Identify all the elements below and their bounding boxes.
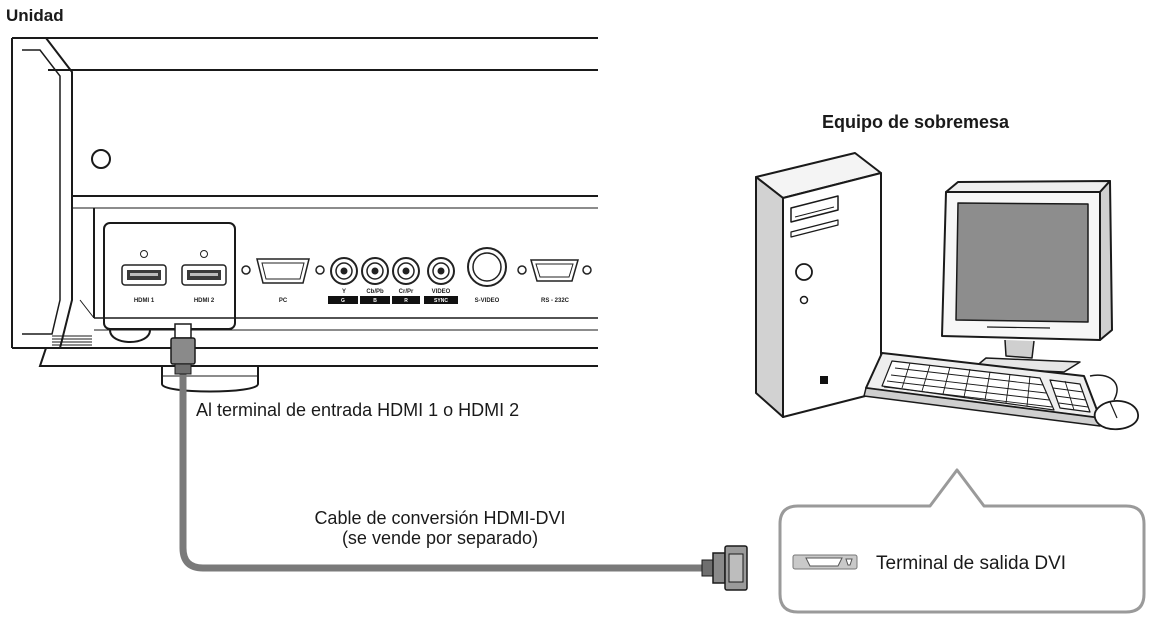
pc-tower	[755, 152, 882, 418]
hdmi-1-label: HDMI 1	[134, 298, 155, 304]
desktop-title: Equipo de sobremesa	[822, 112, 1010, 132]
pc-keyboard	[863, 352, 1101, 427]
y-port	[330, 257, 358, 285]
bar-sync-label: SYNC	[434, 298, 448, 304]
pc-port	[241, 258, 325, 284]
cable-note-line-2: (se vende por separado)	[341, 528, 539, 548]
hdmi-terminal-note: Al terminal de entrada HDMI 1 o HDMI 2	[196, 400, 520, 420]
unit-title: Unidad	[6, 6, 64, 25]
cr-pr-port	[392, 257, 420, 285]
dvi-callout-balloon	[778, 468, 1146, 614]
dvi-plug	[701, 545, 748, 591]
cable-note-line-1: Cable de conversión HDMI-DVI	[314, 508, 566, 528]
rca-label-bars	[328, 296, 458, 304]
cable-note: Cable de conversión HDMI-DVI (se vende p…	[270, 508, 610, 548]
s-video-port-label: S-VIDEO	[475, 298, 500, 304]
bar-b-label: B	[373, 298, 377, 304]
dvi-output-connector-icon	[792, 554, 858, 570]
cr-pr-port-label: Cr/Pr	[399, 289, 414, 295]
video-port-label: VIDEO	[432, 289, 451, 295]
pc-port-label: PC	[279, 298, 288, 304]
pc-monitor	[941, 180, 1113, 373]
hdmi-1-port	[121, 250, 167, 286]
rs232c-port	[517, 259, 592, 282]
hdmi-dvi-cable	[179, 356, 710, 572]
pc-mouse	[1089, 374, 1139, 431]
projector-unit	[11, 37, 598, 393]
s-video-port	[467, 247, 507, 287]
dvi-terminal-label: Terminal de salida DVI	[876, 553, 1067, 574]
bar-r-label: R	[404, 298, 408, 304]
y-port-label: Y	[342, 289, 346, 295]
cb-pb-port-label: Cb/Pb	[366, 289, 384, 295]
vent-slots	[52, 335, 92, 346]
hdmi-2-port	[181, 250, 227, 286]
rs232c-port-label: RS - 232C	[541, 298, 570, 304]
hdmi-plug	[170, 323, 196, 375]
video-port	[427, 257, 455, 285]
bar-g-label: G	[341, 298, 345, 304]
cb-pb-port	[361, 257, 389, 285]
hdmi-2-label: HDMI 2	[194, 298, 215, 304]
hdmi-highlight-box	[103, 222, 236, 330]
